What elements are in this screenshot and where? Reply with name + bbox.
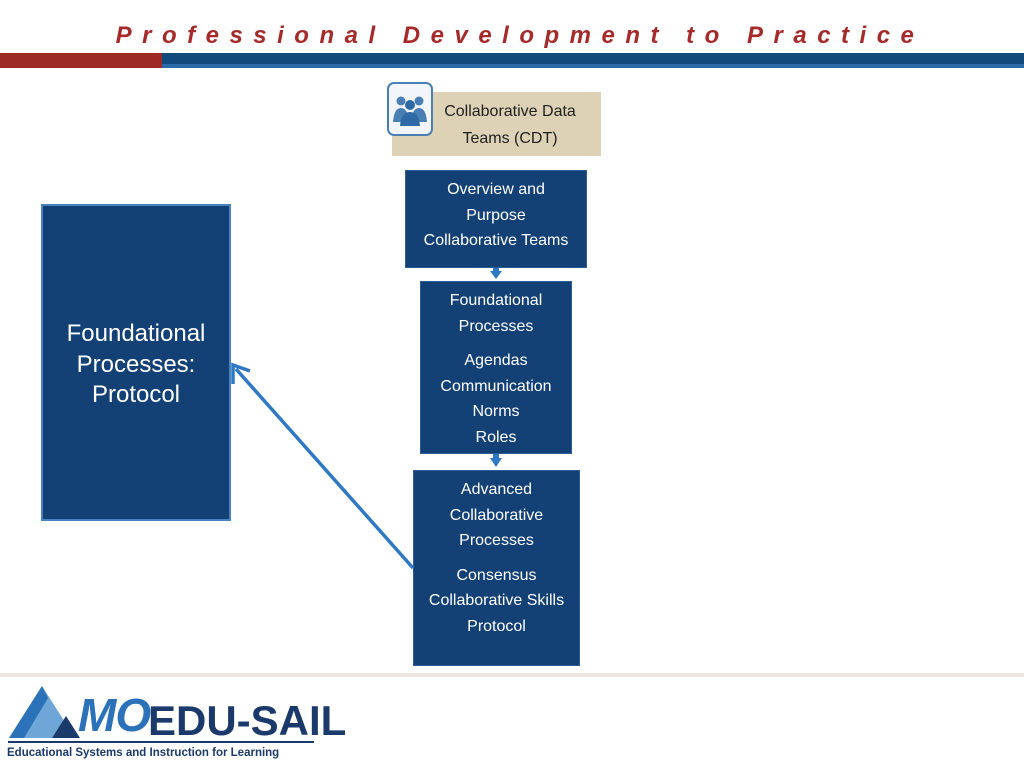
down-arrow-icon	[490, 454, 502, 467]
slide-title: Professional Development to Practice	[115, 22, 925, 49]
cdt-title-line-2: Teams (CDT)	[462, 130, 558, 147]
step-foundational-heading: Foundational	[449, 292, 543, 309]
step-overview-line: Overview and	[447, 181, 545, 198]
step-advanced-heading: Advanced	[460, 481, 533, 498]
focus-line: Foundational	[66, 320, 206, 347]
step-foundational-box: Foundational Processes Agendas Communica…	[420, 281, 572, 454]
step-advanced-box: Advanced Collaborative Processes Consens…	[413, 470, 580, 666]
header-bar-red	[0, 53, 162, 68]
header-bar-blue	[162, 53, 1024, 68]
logo-caption: Educational Systems and Instruction for …	[7, 747, 280, 759]
step-foundational-item: Agendas	[464, 352, 528, 370]
step-overview-line: Purpose	[466, 206, 526, 224]
logo-mo-text: MO	[78, 689, 151, 741]
step-foundational-heading: Processes	[458, 317, 534, 335]
step-foundational-item: Roles	[475, 428, 517, 446]
footer-divider	[0, 673, 1024, 677]
step-foundational-item: Norms	[472, 403, 520, 421]
step-advanced-item: Consensus	[456, 566, 537, 584]
step-overview-line: Collaborative Teams	[423, 232, 569, 250]
step-foundational-item: Communication	[440, 377, 552, 395]
people-group-icon	[387, 82, 433, 136]
step-advanced-heading: Collaborative	[449, 506, 544, 524]
focus-box: Foundational Processes: Protocol	[41, 204, 231, 521]
cdt-title-line-1: Collaborative Data	[444, 103, 576, 120]
step-advanced-item: Protocol	[467, 617, 526, 635]
focus-line: Protocol	[91, 381, 181, 408]
focus-line: Processes:	[76, 350, 196, 378]
cdt-title: Collaborative Data Teams (CDT)	[430, 98, 590, 152]
logo-rule	[8, 741, 314, 743]
step-overview-box: Overview and Purpose Collaborative Teams	[405, 170, 587, 268]
diagonal-arrow	[231, 362, 415, 570]
step-advanced-heading: Processes	[459, 532, 534, 550]
step-advanced-item: Collaborative Skills	[428, 592, 565, 610]
logo	[4, 680, 320, 764]
down-arrow-icon	[490, 268, 502, 279]
logo-name-text: EDU-SAIL	[148, 697, 347, 744]
